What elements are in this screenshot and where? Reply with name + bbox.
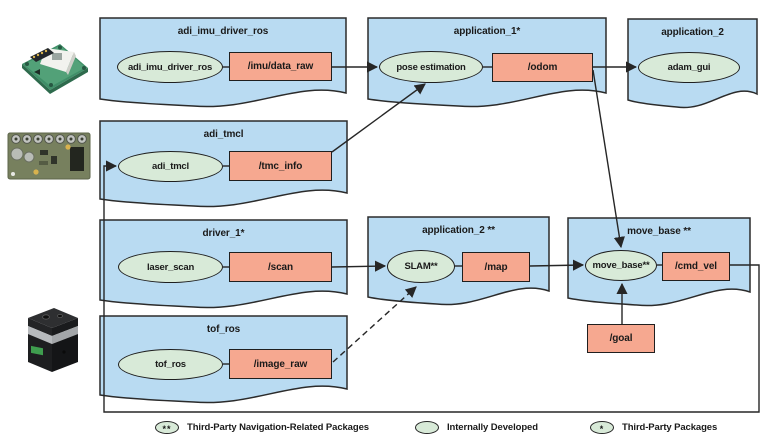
package-title: driver_1* [202,228,245,239]
topic-odom: /odom [492,53,593,82]
motor-controller-board-photo [7,132,91,180]
node-adam_gui: adam_gui [638,52,740,83]
topic-map: /map [462,252,530,282]
node-adi_imu_driver_ros: adi_imu_driver_ros [117,51,223,83]
package-driver_1: driver_1* laser_scan /scan [99,219,348,309]
package-title: move_base ** [627,226,691,237]
legend-third-party: * Third-Party Packages [590,421,717,434]
legend-internally-developed: Internally Developed [415,421,538,434]
package-title: adi_imu_driver_ros [177,26,269,37]
node-slam: SLAM** [387,250,455,283]
node-tof_ros: tof_ros [118,349,223,380]
internally-developed-icon [415,421,439,434]
node-laser_scan: laser_scan [118,251,223,283]
package-application_2-nav: application_2 ** SLAM** /map [367,216,550,306]
package-tof_ros: tof_ros tof_ros /image_raw [99,315,348,404]
topic-scan: /scan [229,252,332,282]
imu-eval-board-photo [22,44,88,94]
third-party-packages-icon: * [590,421,614,434]
tof-camera-photo [28,308,78,372]
package-move_base: move_base ** move_base** /cmd_vel [567,217,751,307]
legend-label: Internally Developed [447,422,538,433]
legend-label: Third-Party Navigation-Related Packages [187,422,369,433]
package-adi_tmcl: adi_tmcl adi_tmcl /tmc_info [99,120,348,208]
package-title: tof_ros [206,324,241,335]
third-party-nav-packages-icon: ** [155,421,179,434]
package-title: application_2 [661,27,724,38]
package-title: application_1* [453,26,521,37]
topic-image-raw: /image_raw [229,349,332,379]
node-adi_tmcl: adi_tmcl [118,151,223,182]
node-pose-estimation: pose estimation [379,51,483,83]
topic-cmd-vel: /cmd_vel [662,252,730,281]
package-title: application_2 ** [422,225,495,236]
package-adi_imu_driver_ros: adi_imu_driver_ros adi_imu_driver_ros /i… [99,17,347,108]
node-move_base: move_base** [585,250,657,281]
package-title: adi_tmcl [203,129,244,140]
topic-imu-data-raw: /imu/data_raw [229,52,332,81]
topic-tmc-info: /tmc_info [229,151,332,181]
legend-third-party-nav: ** Third-Party Navigation-Related Packag… [155,421,369,434]
package-application_2: application_2 adam_gui [627,18,758,109]
package-application_1: application_1* pose estimation /odom [367,17,607,108]
legend-label: Third-Party Packages [622,422,718,433]
topic-goal: /goal [587,324,655,353]
